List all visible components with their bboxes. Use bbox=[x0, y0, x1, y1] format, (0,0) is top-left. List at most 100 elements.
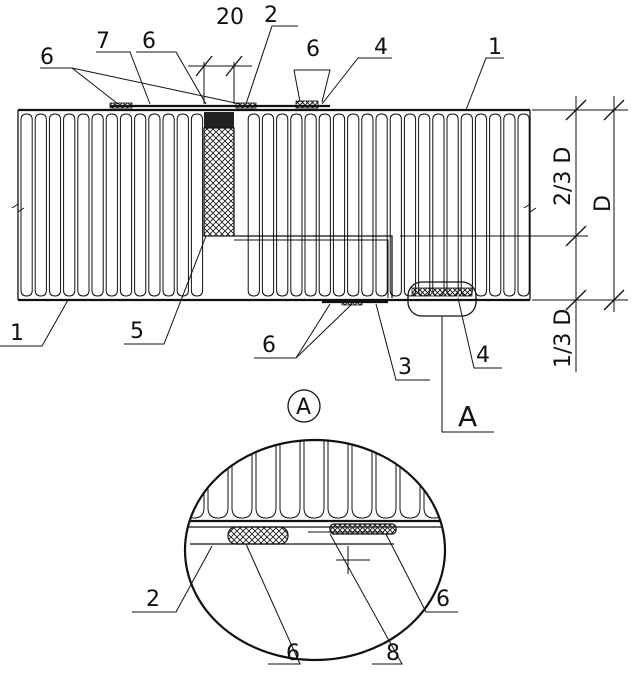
lamella bbox=[332, 113, 346, 297]
label-6-top-left: 6 bbox=[40, 45, 54, 70]
detail-lamella bbox=[448, 430, 468, 518]
main-panel-section: 2/3 D D 1/3 D 6 7 6 20 2 6 4 1 1 5 6 3 4 bbox=[0, 3, 628, 433]
leader-8-detail bbox=[329, 533, 403, 665]
lamella bbox=[290, 113, 303, 297]
lamella bbox=[91, 113, 104, 297]
lamella bbox=[148, 113, 161, 297]
label-1-bottom: 1 bbox=[10, 321, 24, 346]
bottom-adhesive bbox=[341, 299, 363, 306]
leader-7 bbox=[96, 51, 151, 105]
label-6-top-right: 6 bbox=[306, 37, 320, 62]
leader-6-top-mid bbox=[136, 51, 207, 105]
lamella bbox=[190, 113, 204, 297]
label-8-detail: 8 bbox=[386, 641, 400, 666]
lamella bbox=[176, 113, 189, 297]
lamella bbox=[20, 113, 33, 297]
dim-tick-5 bbox=[603, 289, 625, 311]
lamella bbox=[517, 113, 530, 297]
lamella bbox=[63, 113, 76, 297]
mineral-wool-lamellae bbox=[20, 113, 530, 297]
detail-lamella bbox=[255, 440, 277, 519]
joint-seal-top bbox=[204, 112, 234, 128]
label-1-top: 1 bbox=[488, 35, 502, 60]
detail-lamella bbox=[327, 440, 349, 519]
dim-label-total: D bbox=[591, 195, 616, 212]
break-mark-left bbox=[11, 203, 25, 213]
detail-lamella bbox=[279, 440, 301, 519]
lamella bbox=[261, 113, 275, 297]
label-2-top: 2 bbox=[264, 3, 278, 28]
lamella bbox=[489, 113, 502, 297]
dim-20-tick-left bbox=[195, 55, 213, 77]
label-4-top: 4 bbox=[374, 35, 388, 60]
label-6-detail-right: 6 bbox=[436, 587, 450, 612]
lamella bbox=[105, 113, 118, 297]
detail-a-ellipse bbox=[183, 438, 447, 662]
lamella bbox=[162, 113, 175, 297]
leader-6-top-right-a bbox=[293, 69, 301, 103]
leader-6-top-left-b bbox=[71, 67, 241, 105]
dim-20-tick-right bbox=[225, 55, 243, 77]
detail-lamella bbox=[399, 440, 421, 519]
dim-tick-1 bbox=[565, 99, 587, 121]
leader-4-top bbox=[321, 57, 392, 105]
leader-4-bottom bbox=[457, 297, 502, 369]
leader-1-bottom bbox=[0, 299, 69, 347]
lamella bbox=[318, 113, 331, 297]
lamella bbox=[304, 113, 317, 297]
detail-lamella bbox=[231, 440, 253, 519]
label-3: 3 bbox=[398, 355, 412, 380]
lamella bbox=[119, 113, 133, 297]
lamella bbox=[48, 113, 62, 297]
step-joint-line bbox=[234, 235, 393, 298]
lamella bbox=[77, 113, 90, 297]
label-4-bottom: 4 bbox=[476, 343, 490, 368]
leader-3 bbox=[375, 303, 430, 381]
lamella bbox=[446, 113, 459, 297]
leader-2 bbox=[245, 25, 298, 105]
leader-6-top-right-b bbox=[294, 69, 331, 103]
detail-a-marker-label: A bbox=[296, 395, 311, 420]
lamella bbox=[361, 113, 374, 297]
leader-6-top-left-a bbox=[40, 67, 119, 105]
step-joint-line-inner bbox=[234, 239, 389, 298]
dim-label-one-third: 1/3 D bbox=[551, 309, 576, 368]
lamella bbox=[134, 113, 147, 297]
lamella bbox=[432, 113, 445, 297]
lamella bbox=[460, 113, 473, 297]
label-6-top-mid: 6 bbox=[142, 29, 156, 54]
leader-6-detail-right bbox=[385, 533, 458, 613]
label-7: 7 bbox=[96, 29, 110, 54]
dim-tick-2 bbox=[603, 99, 625, 121]
detail-lamella bbox=[185, 440, 205, 519]
top-adhesive-left bbox=[109, 102, 133, 109]
dim-label-two-thirds: 2/3 D bbox=[551, 147, 576, 206]
detail-adhesive-left bbox=[227, 526, 289, 545]
detail-lamella bbox=[207, 440, 229, 519]
lamella bbox=[474, 113, 488, 297]
dim-tick-4 bbox=[565, 289, 587, 311]
detail-lamella bbox=[351, 440, 373, 519]
label-5: 5 bbox=[130, 319, 144, 344]
label-2-detail: 2 bbox=[146, 587, 160, 612]
detail-a-section: A 2 6 8 6 bbox=[132, 389, 468, 666]
lamella bbox=[34, 113, 47, 297]
detail-lamella bbox=[303, 440, 325, 519]
lamella bbox=[247, 113, 260, 297]
detail-lamellae bbox=[185, 430, 468, 519]
lamella bbox=[347, 113, 360, 297]
label-6-bottom: 6 bbox=[262, 333, 276, 358]
joint-insert-5 bbox=[203, 127, 235, 237]
leader-2-detail bbox=[132, 545, 213, 613]
lamella bbox=[403, 113, 417, 297]
lamella bbox=[503, 113, 516, 297]
detail-lamella bbox=[375, 440, 397, 519]
top-adhesive-right bbox=[295, 100, 319, 109]
break-mark-right bbox=[523, 203, 537, 213]
detail-a-marker bbox=[287, 389, 321, 423]
label-detail-callout: A bbox=[458, 400, 477, 433]
lamella bbox=[276, 113, 289, 297]
label-20: 20 bbox=[216, 5, 244, 30]
dim-tick-3 bbox=[565, 225, 587, 247]
